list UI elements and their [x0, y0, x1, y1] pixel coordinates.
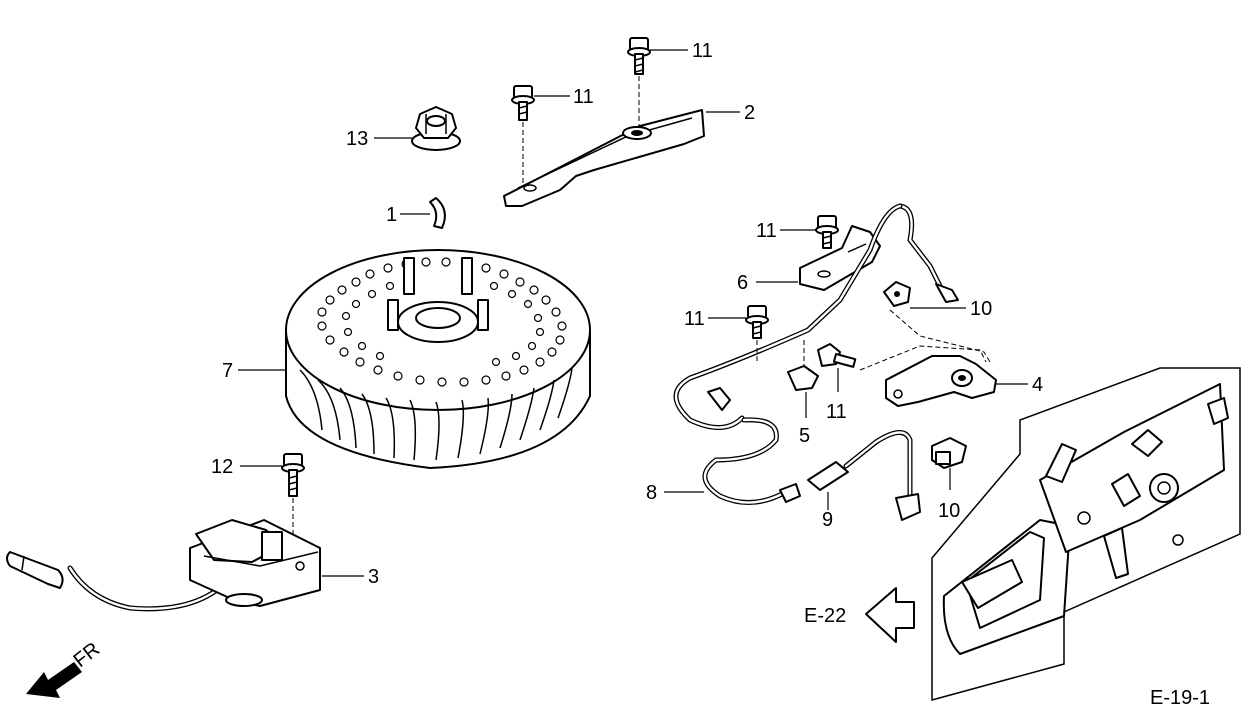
bracket-part-6	[799, 225, 881, 291]
callout-11-b: 11	[573, 86, 594, 108]
callout-10-b: 10	[938, 500, 960, 522]
bolt-part-11-b	[511, 85, 535, 121]
flywheel-fins	[299, 367, 573, 461]
reference-arrow	[865, 587, 915, 643]
callout-5: 5	[799, 425, 810, 447]
lever-plate-part-4	[885, 355, 997, 407]
callout-11-a: 11	[692, 40, 713, 62]
callout-7: 7	[222, 360, 233, 382]
bolt-part-12	[281, 453, 305, 497]
reference-panel-e-22	[931, 367, 1241, 701]
front-direction-arrow	[26, 662, 82, 698]
woodruff-key-part-1	[429, 197, 446, 229]
cross-reference-e-22: E-22	[804, 605, 846, 627]
wire-clip-part-10-a	[883, 281, 911, 307]
callout-6: 6	[737, 272, 748, 294]
bolt-part-11-c	[815, 215, 839, 249]
stop-wire-part-8	[673, 203, 959, 506]
assembly-line-plate-4	[859, 345, 987, 371]
callout-1: 1	[386, 204, 397, 226]
callout-13: 13	[346, 128, 368, 150]
callout-3: 3	[368, 566, 379, 588]
connector-wire-part-9	[807, 430, 921, 521]
callout-12: 12	[211, 456, 233, 478]
callout-11-d: 11	[684, 308, 705, 330]
flange-nut-part-13	[411, 106, 461, 151]
bolt-part-11-d	[745, 305, 769, 339]
bolt-part-11-e	[817, 343, 857, 368]
callout-9: 9	[822, 509, 833, 531]
wire-clip-part-10-b	[931, 437, 967, 469]
callout-8: 8	[646, 482, 657, 504]
callout-2: 2	[744, 102, 755, 124]
callout-10-a: 10	[970, 298, 992, 320]
clip-part-5	[787, 365, 819, 391]
bolt-part-11-a	[627, 37, 651, 75]
diagram-id: E-19-1	[1150, 687, 1210, 709]
flywheel-vent-holes	[317, 257, 567, 387]
assembly-line-clip-10-a	[889, 309, 991, 363]
flywheel-part-7	[285, 249, 591, 469]
guide-plate-part-2	[503, 109, 705, 207]
callout-4: 4	[1032, 374, 1043, 396]
ignition-coil-part-3	[6, 519, 321, 612]
callout-11-c: 11	[756, 220, 777, 242]
callout-11-e: 11	[826, 401, 847, 423]
